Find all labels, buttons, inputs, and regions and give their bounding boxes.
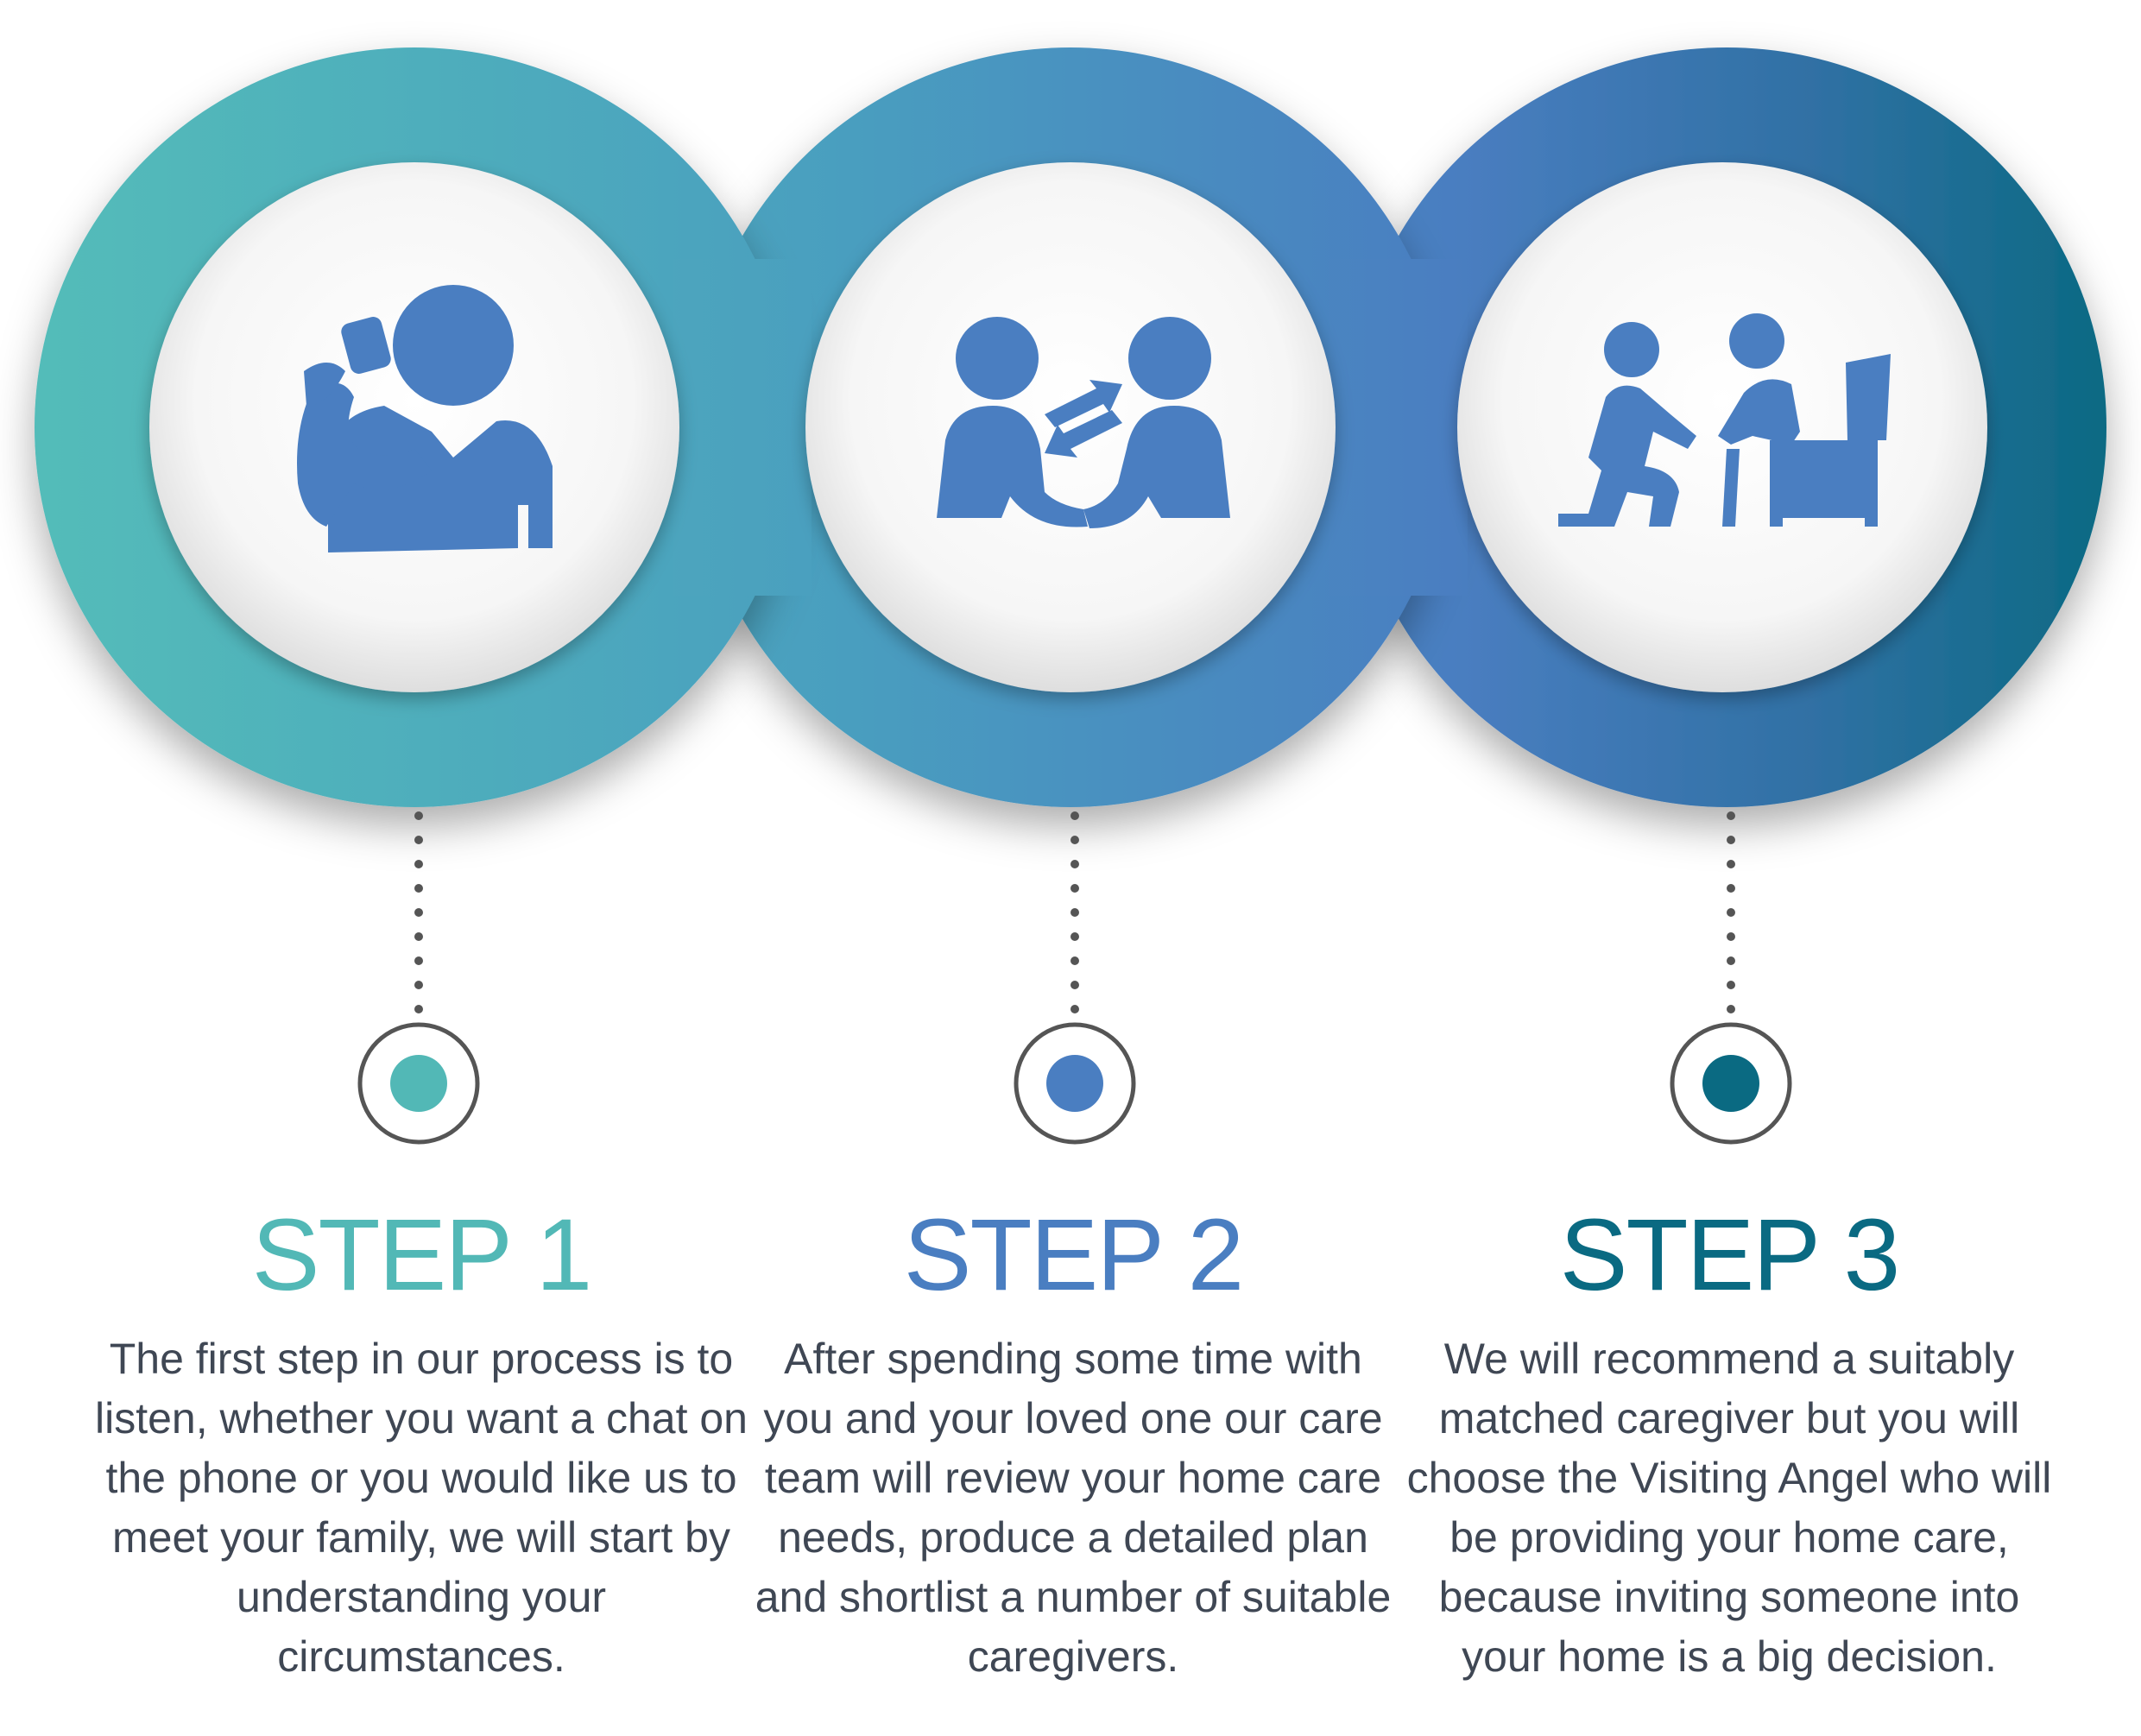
ring-group: [35, 47, 2106, 807]
step-2-title: STEP 2: [903, 1198, 1244, 1312]
connectors: [414, 811, 1735, 1023]
step-3-title: STEP 3: [1559, 1198, 1900, 1312]
marker-step-2: [1014, 1022, 1136, 1145]
step-3-description: We will recommend a suitably matched car…: [1406, 1335, 2052, 1681]
disc-step-3: [1457, 162, 1987, 692]
step-1-title: STEP 1: [251, 1198, 592, 1312]
disc-step-2: [805, 162, 1336, 692]
caregiver-with-senior-icon: [1558, 313, 1891, 527]
step-1-description: The first step in our process is to list…: [94, 1335, 748, 1681]
two-people-exchange-icon: [937, 317, 1230, 528]
person-on-phone-icon: [297, 285, 553, 552]
marker-step-1: [357, 1022, 480, 1145]
marker-step-3: [1670, 1022, 1792, 1145]
step-2-description: After spending some time with you and yo…: [755, 1335, 1392, 1681]
